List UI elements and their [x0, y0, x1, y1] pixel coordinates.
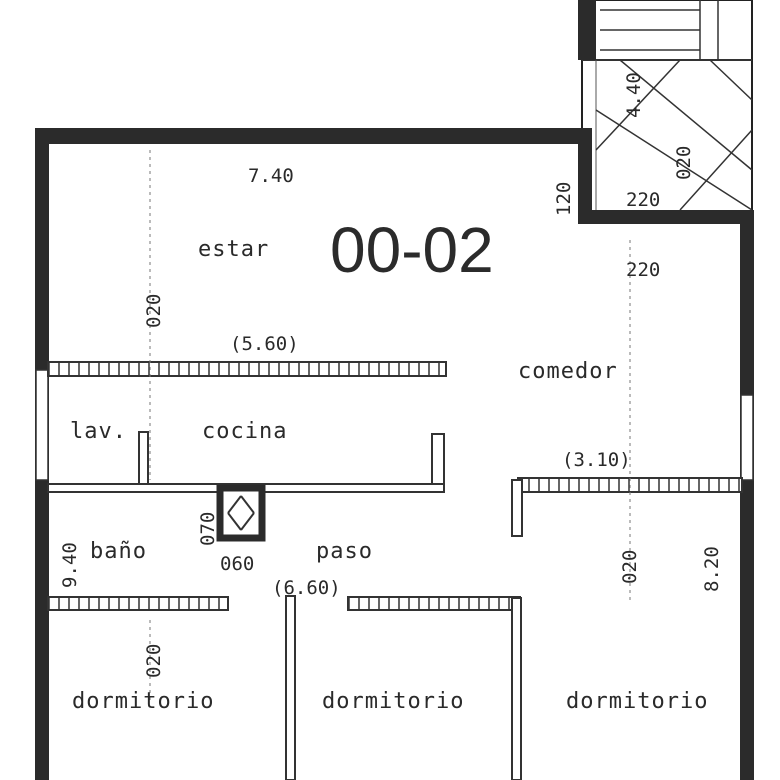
dim-bedroom-wall: (3.10) — [562, 449, 631, 471]
dim-right-bed: 020 — [619, 550, 641, 584]
room-label-lav: lav. — [70, 419, 127, 444]
room-label-estar: estar — [198, 237, 269, 262]
dim-corridor: (6.60) — [272, 577, 341, 599]
dim-estar: 020 — [143, 294, 165, 328]
dim-corner-b: 220 — [626, 259, 660, 281]
unit-code: 00-02 — [330, 214, 494, 286]
dimension-lines — [149, 150, 631, 700]
room-label-bano: baño — [90, 539, 147, 564]
dim-shaft-v: 070 — [197, 512, 219, 546]
dim-right-height: 8.20 — [701, 546, 723, 592]
dim-top-width: 7.40 — [248, 165, 294, 187]
dim-corner-a: 220 — [626, 189, 660, 211]
room-label-dormitorio-1: dormitorio — [72, 689, 214, 714]
dim-balcony-a: 4.40 — [623, 72, 645, 118]
room-label-cocina: cocina — [202, 419, 287, 444]
dim-left-bed: 020 — [143, 644, 165, 678]
dim-balcony-b: 020 — [673, 146, 695, 180]
dim-shaft-h: 060 — [220, 553, 254, 575]
dim-left-height: 9.40 — [59, 542, 81, 588]
ventilation-shaft — [216, 484, 266, 542]
dim-kitchen-wall: (5.60) — [230, 333, 299, 355]
room-label-dormitorio-2: dormitorio — [322, 689, 464, 714]
balcony-area — [578, 0, 753, 221]
dim-top-step: 120 — [553, 182, 575, 216]
exterior-walls — [35, 128, 754, 780]
room-label-dormitorio-3: dormitorio — [566, 689, 708, 714]
room-label-comedor: comedor — [518, 359, 618, 384]
room-label-paso: paso — [316, 539, 373, 564]
